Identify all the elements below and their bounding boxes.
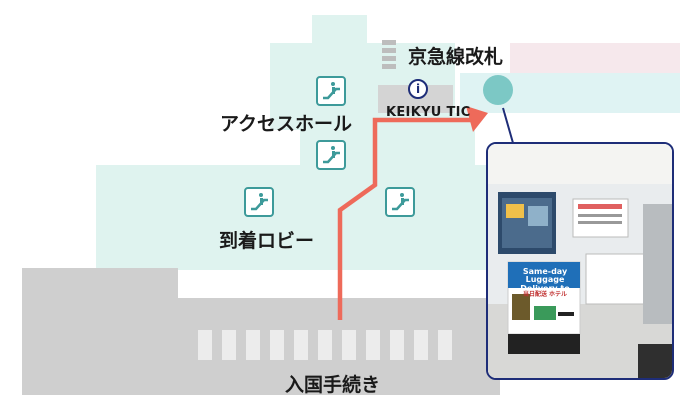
immigration-counters [198,330,452,360]
route-line [337,117,472,320]
escalator-icon [316,140,346,170]
escalator-icon [244,187,274,217]
keikyu-gates-label: 京急線改札 [408,46,504,68]
immigration-area [22,268,500,395]
destination-marker [483,75,513,105]
keikyu-tic-label: KEIKYU TIC [386,105,471,120]
photo-sign-title: Same-day Luggage Delivery to Hotels [520,267,570,302]
escalator-icon [316,76,346,106]
info-icon: i [408,79,428,99]
photo-sign-subtitle: 当日配送 ホテル [522,291,568,298]
access-hall-label: アクセスホール [220,113,353,135]
route-arrow [466,106,488,132]
escalator-icon [385,187,415,217]
immigration-label: 入国手続き [285,374,381,396]
gate-area-pink [510,43,680,73]
counter-photo: Same-day Luggage Delivery to Hotels 当日配送… [486,142,674,380]
photo-scene [488,144,672,378]
arrival-lobby-label: 到着ロビー [219,230,315,252]
stairs-icon [382,40,396,69]
